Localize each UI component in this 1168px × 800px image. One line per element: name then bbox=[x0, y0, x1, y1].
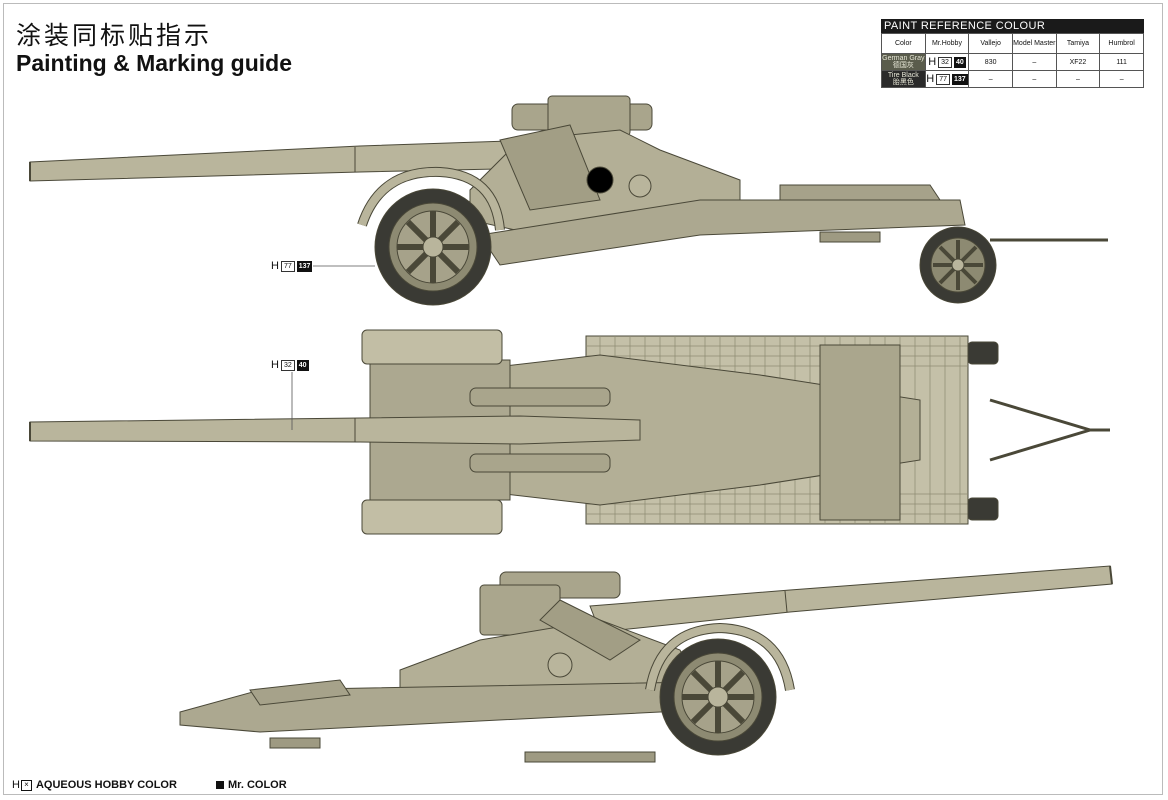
title-english: Painting & Marking guide bbox=[16, 50, 293, 76]
color-name-cn: 德国灰 bbox=[892, 62, 914, 69]
aqueous-number: 77 bbox=[280, 260, 295, 272]
aqueous-prefix: H bbox=[926, 73, 935, 85]
paint-table-header: Color Mr.Hobby Vallejo Model Master Tami… bbox=[881, 33, 1144, 54]
aqueous-number: 77 bbox=[936, 73, 951, 85]
legend-mr-color: Mr. COLOR bbox=[216, 779, 287, 791]
black-square-icon bbox=[216, 781, 224, 789]
tire-color-callout: H 77 137 bbox=[271, 260, 313, 272]
aqueous-number: 32 bbox=[280, 359, 295, 371]
aqueous-prefix: H bbox=[271, 260, 279, 272]
side-view-left bbox=[29, 95, 1108, 306]
mr-color-number: 40 bbox=[296, 359, 309, 371]
side-view-right bbox=[179, 565, 1113, 763]
aqueous-symbol: H× bbox=[12, 779, 32, 791]
mr-color-number: 40 bbox=[953, 56, 966, 68]
color-swatch-tire-black: Tire Black 胎黑色 bbox=[881, 70, 926, 88]
title-chinese: 涂装同标贴指示 bbox=[16, 21, 213, 50]
aqueous-label: AQUEOUS HOBBY COLOR bbox=[35, 779, 177, 791]
color-name-en: Tire Black bbox=[887, 72, 919, 79]
mr-color-number: 137 bbox=[296, 260, 313, 272]
mr-hobby-cell: H 77 137 bbox=[924, 70, 970, 88]
color-name-cn: 胎黑色 bbox=[892, 79, 914, 86]
color-swatch-german-gray: German Gray 德国灰 bbox=[881, 53, 926, 71]
mr-color-number: 137 bbox=[952, 73, 968, 85]
legend-aqueous: H× AQUEOUS HOBBY COLOR bbox=[12, 779, 177, 791]
page-frame bbox=[3, 3, 1163, 795]
aqueous-symbol-letter: H bbox=[12, 779, 20, 791]
table-row: German Gray 德国灰 H 32 40 830 – XF22 111 bbox=[881, 53, 1144, 71]
top-view bbox=[29, 329, 1110, 535]
table-row: Tire Black 胎黑色 H 77 137 – – – – bbox=[881, 70, 1144, 88]
x-box-icon: × bbox=[20, 779, 32, 791]
aqueous-prefix: H bbox=[928, 56, 937, 68]
paint-table-title: PAINT REFERENCE COLOUR bbox=[881, 19, 1144, 33]
mr-color-label: Mr. COLOR bbox=[228, 779, 287, 791]
body-color-callout: H 32 40 bbox=[271, 359, 309, 371]
aqueous-prefix: H bbox=[271, 359, 279, 371]
color-name-en: German Gray bbox=[882, 55, 925, 62]
humbrol-cell: – bbox=[1099, 70, 1144, 88]
aqueous-number: 32 bbox=[938, 56, 952, 68]
paint-reference-table: PAINT REFERENCE COLOUR Color Mr.Hobby Va… bbox=[881, 19, 1144, 88]
